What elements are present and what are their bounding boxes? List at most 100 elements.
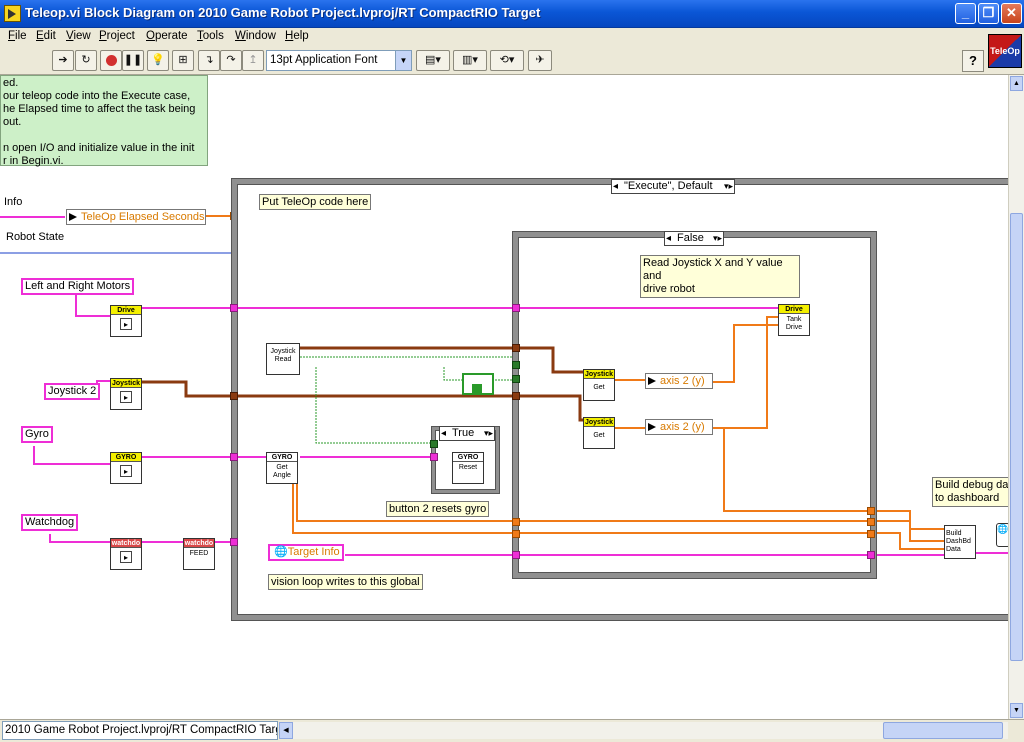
tank-drive-vi[interactable]: Drive Tank Drive xyxy=(778,304,810,336)
menu-file[interactable]: File xyxy=(8,30,27,42)
read-joystick-comment[interactable]: Read Joystick X and Y value and drive ro… xyxy=(640,255,800,298)
abort-icon[interactable] xyxy=(100,50,122,71)
inner-boolean-tunnel[interactable] xyxy=(512,361,520,369)
build-dashbd-data-vi[interactable]: Build DashBd Data xyxy=(944,525,976,559)
reorder-icon[interactable]: ⟲▾ xyxy=(490,50,524,71)
index-array-icon[interactable] xyxy=(462,373,494,395)
inner-motors-tunnel[interactable] xyxy=(512,304,520,312)
target-info-global[interactable]: 🌐Target Info xyxy=(268,544,344,561)
retain-wire-values-icon[interactable]: ⊞ xyxy=(172,50,194,71)
highlight-execution-icon[interactable]: 💡 xyxy=(147,50,169,71)
inner-angle-tunnel[interactable] xyxy=(512,518,520,526)
scroll-up-icon[interactable]: ▲ xyxy=(1010,76,1023,91)
joystick-refnum-vi[interactable]: Joystick ▸ xyxy=(110,378,142,410)
gyro-refnum-vi[interactable]: GYRO ▸ xyxy=(110,452,142,484)
put-teleop-code-comment[interactable]: Put TeleOp code here xyxy=(259,194,372,210)
tank-drive-header: Drive xyxy=(779,305,809,314)
outer-case-selector[interactable]: "Execute", Default xyxy=(611,179,735,194)
joystick-tunnel[interactable] xyxy=(230,392,238,400)
gyro-reset-vi[interactable]: GYRO Reset xyxy=(452,452,484,484)
inner-out-tunnel-4[interactable] xyxy=(867,551,875,559)
chevron-down-icon[interactable]: ▼ xyxy=(395,51,411,70)
menu-edit[interactable]: Edit xyxy=(36,30,56,42)
menu-tools[interactable]: Tools xyxy=(197,30,224,42)
inner-out-tunnel-2[interactable] xyxy=(867,518,875,526)
step-into-icon[interactable]: ↴ xyxy=(198,50,220,71)
refnum-wires xyxy=(0,216,1008,556)
horizontal-scroll-thumb[interactable] xyxy=(883,722,1003,739)
inner-joystick-tunnel[interactable] xyxy=(512,392,520,400)
button-2-resets-gyro-comment[interactable]: button 2 resets gyro xyxy=(386,501,490,517)
drive-refnum-vi[interactable]: Drive ▸ xyxy=(110,305,142,337)
teleop-elapsed-seconds-indicator[interactable]: TeleOp Elapsed Seconds xyxy=(66,209,206,225)
vertical-scrollbar[interactable]: ▲ ▼ xyxy=(1008,75,1024,719)
run-continuously-icon[interactable]: ↻ xyxy=(75,50,97,71)
scroll-left-icon[interactable]: ◀ xyxy=(279,722,293,739)
watchdog-tunnel[interactable] xyxy=(230,538,238,546)
labview-app-icon[interactable] xyxy=(4,5,21,22)
refnum-icon: ▸ xyxy=(120,391,132,403)
toolbar: ➔ ↻ ❚❚ 💡 ⊞ ↴ ↷ ↥ 13pt Application Font ▼… xyxy=(0,46,1024,75)
motors-tunnel[interactable] xyxy=(230,304,238,312)
joystick-read-vi[interactable]: Joystick Read xyxy=(266,343,300,375)
watchdog-feed-vi[interactable]: watchdo FEED xyxy=(183,538,215,570)
wires xyxy=(0,215,1008,556)
font-select[interactable]: 13pt Application Font ▼ xyxy=(266,50,412,71)
inner-angle-tunnel-2[interactable] xyxy=(512,530,520,538)
joystick-get-vi-1[interactable]: Joystick Get xyxy=(583,369,615,401)
true-case-gyro-tunnel[interactable] xyxy=(430,453,438,461)
menu-view[interactable]: View xyxy=(66,30,91,42)
get-label: Get xyxy=(593,432,605,439)
run-arrow-icon[interactable]: ➔ xyxy=(52,50,74,71)
close-button[interactable]: ✕ xyxy=(1001,3,1022,24)
minimize-button[interactable]: _ xyxy=(955,3,976,24)
inner-case-selector[interactable]: False xyxy=(664,231,724,246)
inner-out-tunnel-3[interactable] xyxy=(867,530,875,538)
inner-out-tunnel-1[interactable] xyxy=(867,507,875,515)
vertical-scroll-thumb[interactable] xyxy=(1010,213,1023,661)
inner-boolean-tunnel-2[interactable] xyxy=(512,375,520,383)
left-and-right-motors-control[interactable]: Left and Right Motors xyxy=(21,278,135,295)
gyro-tunnel[interactable] xyxy=(230,453,238,461)
step-over-icon[interactable]: ↷ xyxy=(220,50,242,71)
joystick-2-control[interactable]: Joystick 2 xyxy=(44,383,101,400)
menu-window[interactable]: Window xyxy=(235,30,276,42)
gyro-get-header: GYRO xyxy=(267,453,297,462)
clean-up-diagram-icon[interactable]: ✈ xyxy=(528,50,552,71)
globe-icon: 🌐 xyxy=(274,546,288,558)
block-diagram-canvas[interactable]: ed. our teleop code into the Execute cas… xyxy=(0,75,1008,719)
scroll-down-icon[interactable]: ▼ xyxy=(1010,703,1023,718)
project-context-path: 2010 Game Robot Project.lvproj/RT Compac… xyxy=(2,721,278,740)
context-help-button[interactable]: ? xyxy=(962,50,984,72)
menu-operate[interactable]: Operate xyxy=(146,30,188,42)
distribute-objects-icon[interactable]: ▥▾ xyxy=(453,50,487,71)
gyro-control[interactable]: Gyro xyxy=(21,426,53,443)
refnum-icon: ▸ xyxy=(120,465,132,477)
axis-2-y-unbundle-1[interactable]: axis 2 (y) xyxy=(645,373,713,389)
pause-icon[interactable]: ❚❚ xyxy=(122,50,144,71)
dashboard-send-vi[interactable]: 🌐 xyxy=(996,523,1008,547)
true-case-boolean-tunnel[interactable] xyxy=(430,440,438,448)
build-debug-comment[interactable]: Build debug da to dashboard xyxy=(932,477,1008,507)
comment-line: Build debug da xyxy=(935,479,1008,491)
inner-joystick-read-tunnel[interactable] xyxy=(512,344,520,352)
note-line: n open I/O and initialize value in the i… xyxy=(3,142,195,154)
gyro-get-angle-vi[interactable]: GYRO Get Angle xyxy=(266,452,298,484)
watchdog-control[interactable]: Watchdog xyxy=(21,514,79,531)
watchdog-feed-header: watchdo xyxy=(184,539,214,548)
watchdog-refnum-vi[interactable]: watchdo ▸ xyxy=(110,538,142,570)
vi-icon[interactable]: TeleOp xyxy=(988,34,1022,68)
align-objects-icon[interactable]: ▤▾ xyxy=(416,50,450,71)
inner-target-tunnel[interactable] xyxy=(512,551,520,559)
menu-help[interactable]: Help xyxy=(285,30,309,42)
restore-button[interactable]: ❐ xyxy=(978,3,999,24)
horizontal-scrollbar[interactable] xyxy=(293,722,1008,739)
axis-2-y-unbundle-2[interactable]: axis 2 (y) xyxy=(645,419,713,435)
true-case-selector[interactable]: True xyxy=(439,426,495,441)
instructions-note[interactable]: ed. our teleop code into the Execute cas… xyxy=(0,75,208,167)
joystick-get-vi-2[interactable]: Joystick Get xyxy=(583,417,615,449)
joystick-get-header: Joystick xyxy=(584,418,614,427)
menu-project[interactable]: Project xyxy=(99,30,135,42)
vision-loop-comment[interactable]: vision loop writes to this global xyxy=(268,574,423,590)
step-out-icon[interactable]: ↥ xyxy=(242,50,264,71)
